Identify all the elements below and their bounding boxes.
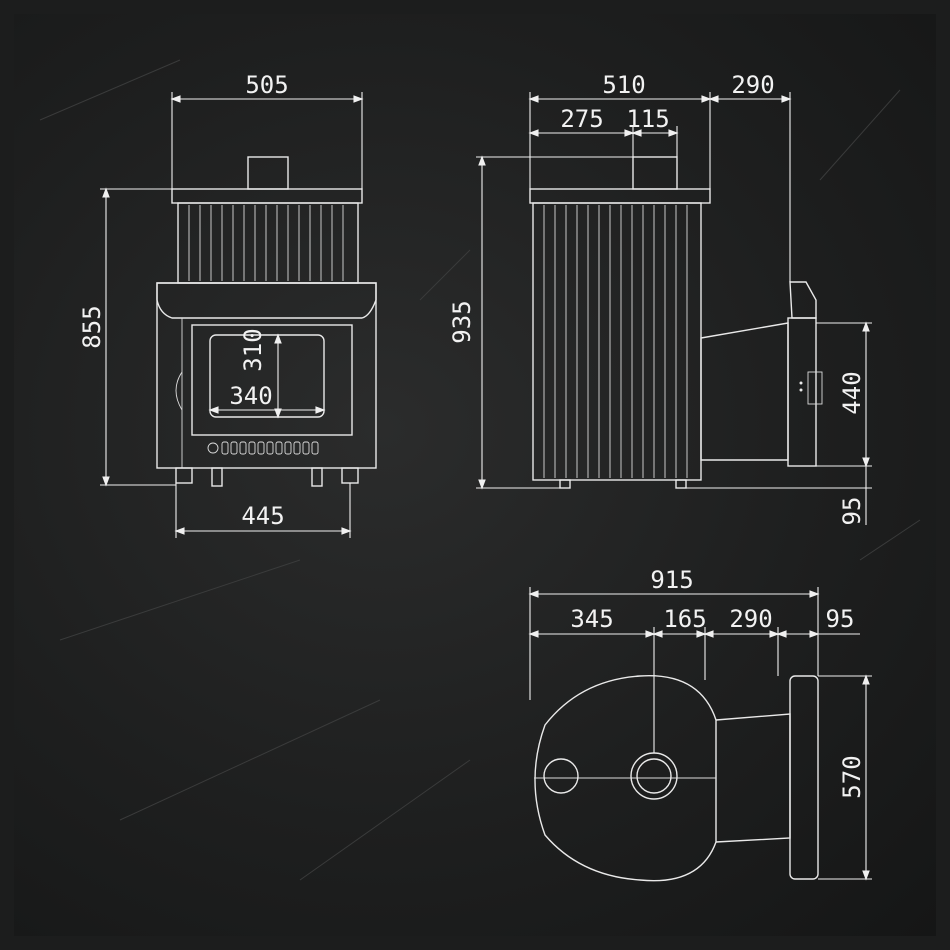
top-frame [789,675,819,880]
front-chimney [247,156,289,190]
dim-445 [174,483,352,538]
label-505: 505 [245,71,288,99]
side-legs [559,479,687,489]
label-115: 115 [626,105,669,133]
top-view: 915 345 165 290 95 570 [528,566,872,882]
label-510: 510 [602,71,645,99]
label-855: 855 [78,305,106,348]
dim-290-side [708,92,792,282]
front-top-plate [171,188,363,204]
label-935: 935 [448,300,476,343]
top-chimney-outer [630,752,678,800]
side-view: 510 290 275 115 935 440 95 [448,71,872,525]
dim-310 [274,333,282,419]
label-345: 345 [570,605,613,633]
label-440: 440 [838,371,866,414]
label-570: 570 [838,755,866,798]
label-290-top: 290 [729,605,772,633]
front-frame [156,282,377,469]
front-frame-top [156,282,377,319]
dim-855 [100,187,176,487]
side-frame-plate [787,317,817,467]
front-handle [175,371,183,411]
side-frame-top [789,281,817,319]
dim-935 [476,155,633,490]
chalkboard-background [14,14,936,936]
top-hole-small [543,758,579,794]
dim-915 [528,587,820,700]
top-body-outline [534,675,717,882]
dim-505 [170,92,364,189]
front-view: 505 855 310 340 445 [78,71,377,538]
label-165: 165 [663,605,706,633]
front-legs [175,467,359,487]
dim-340 [208,406,326,414]
label-275: 275 [560,105,603,133]
label-95-top: 95 [826,605,855,633]
side-top-plate [529,188,711,204]
side-door-handle [807,371,823,405]
label-915: 915 [650,566,693,594]
label-340: 340 [229,382,272,410]
side-chimney [632,156,678,190]
top-chimney-inner [636,758,672,794]
side-ribs [543,205,688,478]
label-310: 310 [239,328,267,371]
dim-275-115 [528,126,679,157]
dim-95-side [686,466,872,525]
top-tunnel [715,713,791,843]
label-290-side: 290 [731,71,774,99]
front-door-glass [209,334,325,418]
front-ribs [188,205,344,281]
dim-440 [816,321,872,468]
side-tunnel [700,322,789,461]
front-ash-vents [207,441,319,455]
dim-510 [528,92,712,189]
chalk-scratches [39,59,921,881]
dim-segments [528,587,860,753]
dim-570 [818,674,872,881]
front-door-outer [191,324,353,436]
label-95-side: 95 [838,497,866,526]
front-ribbed-body [177,202,359,284]
label-445: 445 [241,502,284,530]
